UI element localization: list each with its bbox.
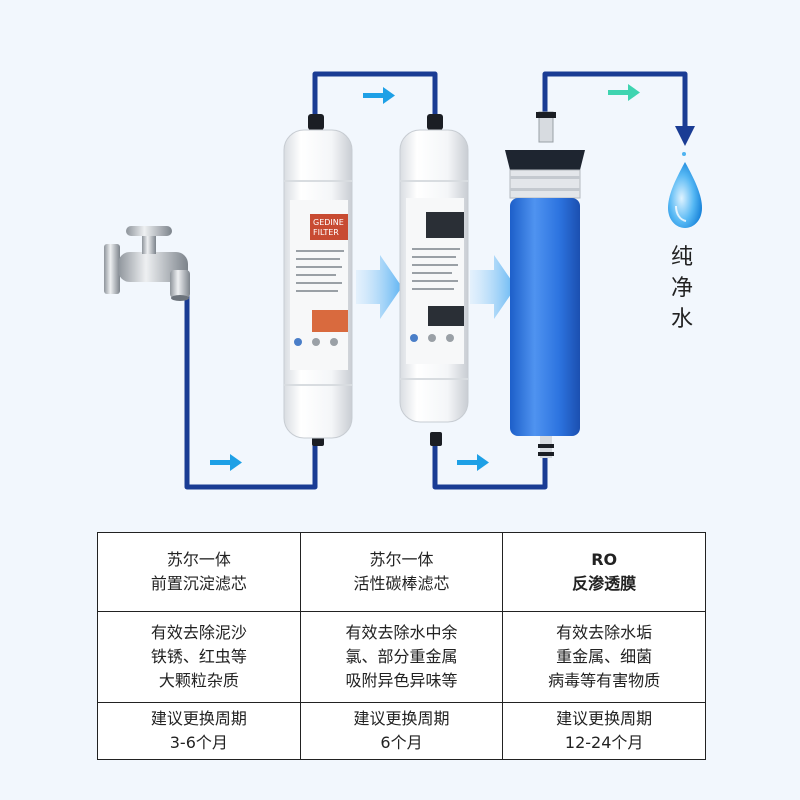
title-line: 前置沉淀滤芯 — [150, 574, 247, 593]
table-row-effects: 有效去除泥沙 铁锈、红虫等 大颗粒杂质 有效去除水中余 氯、部分重金属 吸附异色… — [97, 611, 706, 703]
effect-line: 吸附异色异味等 — [345, 671, 458, 690]
sediment-filter: GEDINE FILTER — [283, 114, 353, 446]
title-line: 活性碳棒滤芯 — [353, 574, 450, 593]
period-label: 建议更换周期 — [150, 709, 247, 728]
table-cell-ro-title: RO 反渗透膜 — [502, 532, 706, 612]
carbon-filter — [399, 114, 469, 446]
period-value: 3-6个月 — [169, 733, 228, 752]
effect-line: 氯、部分重金属 — [345, 647, 458, 666]
pure-water-label: 纯净水 — [670, 245, 693, 332]
filter-spec-table: 苏尔一体 前置沉淀滤芯 苏尔一体 活性碳棒滤芯 RO 反渗透膜 有效去除泥沙 铁… — [97, 532, 706, 760]
filtration-diagram: GEDINE FILTER — [104, 71, 702, 490]
period-value: 6个月 — [380, 733, 423, 752]
ro-membrane — [505, 111, 585, 458]
flow-arrow — [210, 87, 489, 471]
period-label: 建议更换周期 — [556, 709, 653, 728]
effect-line: 病毒等有害物质 — [548, 671, 661, 690]
outflow-arrow — [608, 84, 640, 101]
table-cell-ro-effect: 有效去除水垢 重金属、细菌 病毒等有害物质 — [502, 611, 706, 703]
flow-arrow-large — [470, 255, 516, 319]
water-pipe — [184, 71, 688, 490]
table-cell-carbon-effect: 有效去除水中余 氯、部分重金属 吸附异色异味等 — [299, 611, 504, 703]
table-cell-ro-period: 建议更换周期 12-24个月 — [502, 702, 706, 760]
flow-arrow-large — [356, 255, 402, 319]
period-label: 建议更换周期 — [353, 709, 450, 728]
effect-line: 重金属、细菌 — [556, 647, 653, 666]
table-cell-sediment-title: 苏尔一体 前置沉淀滤芯 — [97, 532, 301, 612]
table-cell-carbon-period: 建议更换周期 6个月 — [299, 702, 504, 760]
effect-line: 铁锈、红虫等 — [150, 647, 247, 666]
effect-line: 有效去除泥沙 — [150, 623, 247, 642]
table-cell-sediment-effect: 有效去除泥沙 铁锈、红虫等 大颗粒杂质 — [97, 611, 301, 703]
outflow-arrowhead — [675, 126, 695, 146]
faucet-icon — [104, 226, 190, 301]
table-row-periods: 建议更换周期 3-6个月 建议更换周期 6个月 建议更换周期 12-24个月 — [97, 702, 706, 760]
title-line: RO — [591, 550, 618, 569]
effect-line: 有效去除水中余 — [345, 623, 458, 642]
filter-label-text: FILTER — [313, 228, 339, 237]
table-cell-carbon-title: 苏尔一体 活性碳棒滤芯 — [299, 532, 504, 612]
effect-line: 大颗粒杂质 — [158, 671, 239, 690]
table-row-titles: 苏尔一体 前置沉淀滤芯 苏尔一体 活性碳棒滤芯 RO 反渗透膜 — [97, 532, 706, 612]
effect-line: 有效去除水垢 — [556, 623, 653, 642]
table-cell-sediment-period: 建议更换周期 3-6个月 — [97, 702, 301, 760]
period-value: 12-24个月 — [564, 733, 644, 752]
title-line: 反渗透膜 — [572, 574, 637, 593]
title-line: 苏尔一体 — [166, 550, 231, 569]
title-line: 苏尔一体 — [369, 550, 434, 569]
filter-label-brand: GEDINE — [313, 218, 344, 227]
water-drop-icon — [668, 152, 702, 228]
